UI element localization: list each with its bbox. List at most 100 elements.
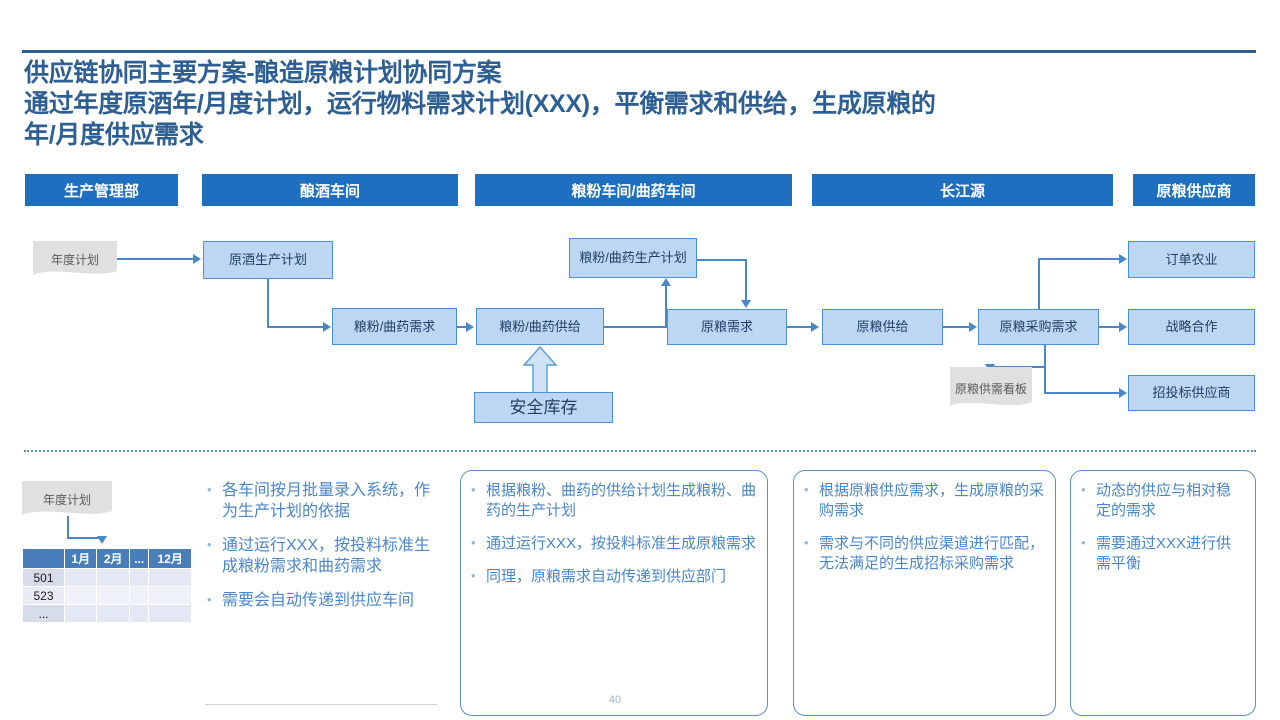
annual-plan-label: 年度计划 <box>50 252 99 267</box>
connector-purchasedemand-to-strategic <box>1099 326 1122 328</box>
grain-supply-demand-board-document-icon: 原粮供需看板 <box>950 367 1032 411</box>
list-item: 各车间按月批量录入系统，作为生产计划的依据 <box>205 479 437 522</box>
arrowhead-purchasedemand-to-strategic <box>1119 322 1127 332</box>
table-row[interactable]: ... <box>22 604 192 623</box>
title-line-2: 通过年度原酒年/月度计划，运行物料需求计划(XXX)，平衡需求和供给，生成原粮的 <box>24 90 936 118</box>
table-col-jan: 1月 <box>63 548 98 569</box>
table-col-more: ... <box>128 548 150 569</box>
table-header-row: 1月 2月 ... 12月 <box>22 548 192 569</box>
lane-header-flour-yeast-workshop[interactable]: 粮粉车间/曲药车间 <box>475 174 792 206</box>
node-flour-yeast-demand[interactable]: 粮粉/曲药需求 <box>332 308 457 345</box>
connector-baseliquor-right <box>267 326 325 328</box>
table-cell[interactable] <box>63 568 98 587</box>
table-cell[interactable] <box>148 586 192 605</box>
document-shape-icon <box>950 367 1032 406</box>
table-cell[interactable] <box>63 604 98 623</box>
list-item: 通过运行XXX，按投料标准生成粮粉需求和曲药需求 <box>205 534 437 577</box>
bullet-panel-production-management: 各车间按月批量录入系统，作为生产计划的依据 通过运行XXX，按投料标准生成粮粉需… <box>205 479 437 705</box>
list-item: 同理，原粮需求自动传递到供应部门 <box>469 566 757 587</box>
connector-flourprodplan-right <box>697 259 747 261</box>
bullet-panel-flour-yeast-workshop: 根据粮粉、曲药的供给计划生成粮粉、曲药的生产计划 通过运行XXX，按投料标准生成… <box>460 470 768 716</box>
lane-header-production-management[interactable]: 生产管理部 <box>25 174 178 206</box>
node-strategic-cooperation[interactable]: 战略合作 <box>1128 309 1255 345</box>
table-col-feb: 2月 <box>96 548 130 569</box>
table-row-header: 523 <box>22 586 65 605</box>
title-line-1: 供应链协同主要方案-酿造原粮计划协同方案 <box>24 59 502 87</box>
table-cell[interactable] <box>96 604 130 623</box>
lane-header-changjiangyuan[interactable]: 长江源 <box>812 174 1113 206</box>
table-row[interactable]: 523 <box>22 586 192 605</box>
arrowhead-baseliquor-to-flourdemand <box>323 322 331 332</box>
arrowhead-flourdemand-to-floursupply <box>466 322 474 332</box>
page-title: 供应链协同主要方案-酿造原粮计划协同方案 通过年度原酒年/月度计划，运行物料需求… <box>24 58 1254 151</box>
node-flour-yeast-supply[interactable]: 粮粉/曲药供给 <box>476 308 604 345</box>
bottom-annual-plan-document-icon: 年度计划 <box>22 481 112 519</box>
node-base-liquor-production-plan[interactable]: 原酒生产计划 <box>203 241 333 279</box>
table-cell[interactable] <box>148 604 192 623</box>
connector-floursupply-up <box>665 286 667 326</box>
node-grain-demand[interactable]: 原粮需求 <box>667 309 787 345</box>
list-item: 动态的供应与相对稳定的需求 <box>1079 480 1245 521</box>
table-cell[interactable] <box>128 586 150 605</box>
connector-purchasedemand-to-orderagri <box>1038 258 1122 260</box>
connector-purchasedemand-to-bidding <box>1044 392 1122 394</box>
connector-grainsupply-to-purchasedemand <box>943 326 971 328</box>
connector-graindemand-to-grainsupply <box>787 326 813 328</box>
annual-plan-document-icon: 年度计划 <box>33 241 117 279</box>
section-divider <box>24 450 1256 452</box>
lane-header-grain-supplier[interactable]: 原粮供应商 <box>1133 174 1255 206</box>
lane-header-brewing-workshop[interactable]: 酿酒车间 <box>202 174 458 206</box>
node-flour-yeast-production-plan[interactable]: 粮粉/曲药生产计划 <box>569 238 697 278</box>
list-item: 需要通过XXX进行供需平衡 <box>1079 533 1245 574</box>
table-col-corner <box>22 548 65 569</box>
bottom-annual-plan-label: 年度计划 <box>42 492 91 507</box>
arrowhead-annualplan-to-baseliquor <box>193 254 201 264</box>
arrowhead-doc-to-table <box>97 536 107 544</box>
connector-purchasedemand-down <box>1044 345 1046 367</box>
table-row[interactable]: 501 <box>22 568 192 587</box>
list-item: 根据粮粉、曲药的供给计划生成粮粉、曲药的生产计划 <box>469 480 757 521</box>
document-shape-icon <box>22 481 112 515</box>
arrowhead-purchasedemand-to-bidding <box>1119 388 1127 398</box>
table-cell[interactable] <box>148 568 192 587</box>
connector-doc-down <box>67 516 69 538</box>
grain-board-label: 原粮供需看板 <box>954 381 1027 396</box>
document-shape-icon <box>33 241 117 275</box>
table-cell[interactable] <box>96 586 130 605</box>
panel-underline <box>205 704 437 705</box>
table-cell[interactable] <box>128 604 150 623</box>
bullet-panel-changjiangyuan: 根据原粮供应需求，生成原粮的采购需求 需求与不同的供应渠道进行匹配，无法满足的生… <box>793 470 1056 716</box>
list-item: 需要会自动传递到供应车间 <box>205 589 437 611</box>
table-col-dec: 12月 <box>148 548 192 569</box>
table-cell[interactable] <box>63 586 98 605</box>
connector-baseliquor-down <box>267 279 269 327</box>
connector-floursupply-right <box>604 326 667 328</box>
table-head: 1月 2月 ... 12月 <box>22 548 192 569</box>
node-grain-supply[interactable]: 原粮供给 <box>822 309 943 345</box>
bullet-list: 动态的供应与相对稳定的需求 需要通过XXX进行供需平衡 <box>1079 480 1245 574</box>
arrowhead-purchasedemand-to-orderagri <box>1119 254 1127 264</box>
arrowhead-flourprodplan-to-graindemand <box>741 300 751 308</box>
arrowhead-floursupply-to-flourprodplan <box>661 278 671 286</box>
connector-annualplan-to-baseliquor <box>117 258 194 260</box>
table-body: 501 523 ... <box>22 568 192 623</box>
list-item: 通过运行XXX，按投料标准生成原粮需求 <box>469 533 757 554</box>
list-item: 根据原粮供应需求，生成原粮的采购需求 <box>802 480 1045 521</box>
safety-stock-block-arrow-icon <box>522 346 558 394</box>
bullet-list: 各车间按月批量录入系统，作为生产计划的依据 通过运行XXX，按投料标准生成粮粉需… <box>205 479 437 611</box>
node-order-agriculture[interactable]: 订单农业 <box>1128 241 1255 278</box>
connector-doc-right <box>67 537 102 539</box>
table-cell[interactable] <box>128 568 150 587</box>
connector-flourdemand-to-floursupply <box>457 326 469 328</box>
table-cell[interactable] <box>96 568 130 587</box>
node-bidding-supplier[interactable]: 招投标供应商 <box>1128 375 1255 411</box>
connector-purchasedemand-down2 <box>1044 366 1046 393</box>
page-number: 40 <box>608 694 622 706</box>
node-grain-purchase-demand[interactable]: 原粮采购需求 <box>978 309 1099 345</box>
annual-plan-table[interactable]: 1月 2月 ... 12月 501 523 ... <box>22 548 192 623</box>
connector-flourprodplan-down <box>745 259 747 301</box>
arrowhead-graindemand-to-grainsupply <box>811 322 819 332</box>
node-safety-stock[interactable]: 安全库存 <box>474 392 613 423</box>
bullet-panel-grain-supplier: 动态的供应与相对稳定的需求 需要通过XXX进行供需平衡 <box>1070 470 1256 716</box>
